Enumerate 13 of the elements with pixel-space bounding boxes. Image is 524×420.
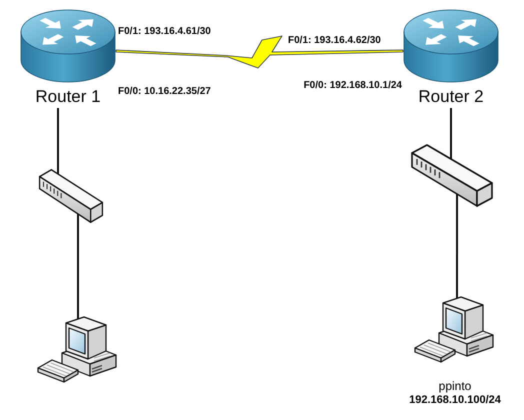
network-cable (456, 194, 458, 298)
network-cable (77, 214, 79, 320)
serial-link (116, 36, 404, 68)
interface-address: F0/0: 192.168.10.1/24 (304, 80, 402, 92)
network-cable (450, 108, 452, 159)
router-name: Router 2 (418, 86, 484, 108)
network-cable (57, 108, 60, 174)
router-name: Router 1 (35, 86, 101, 108)
interface-address: F0/1: 193.16.4.62/30 (288, 35, 381, 47)
interface-address: F0/0: 10.16.22.35/27 (118, 86, 211, 98)
ip-address: 192.168.10.100/24 (409, 393, 501, 407)
interface-address: F0/1: 193.16.4.61/30 (118, 26, 211, 38)
host-name: ppinto (438, 379, 472, 393)
